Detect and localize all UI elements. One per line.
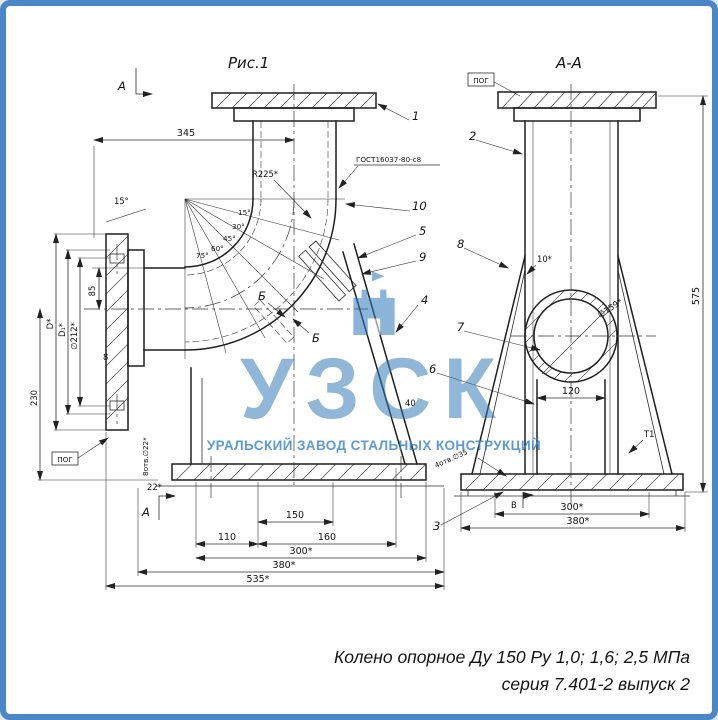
angle-label-45: 45° [223, 234, 236, 243]
section-top-flange [497, 91, 657, 122]
weld-mark-t1: Т1 [643, 429, 654, 439]
center-lines-main [84, 84, 368, 486]
base-mark-v: В [511, 500, 517, 510]
section-flange-hatch [501, 91, 657, 109]
dim-D1: D₁* [57, 323, 67, 337]
angle-label-75: 75° [196, 251, 209, 260]
dim-120: 120 [562, 386, 580, 397]
left-flange-hatch [105, 235, 129, 421]
view-b-letter-2: Б [312, 331, 320, 345]
radius-text: R225* [252, 169, 278, 179]
base-hatch [175, 463, 427, 481]
callout-7: 7 [457, 320, 465, 334]
callout-2: 2 [469, 129, 476, 143]
holes-note-main: 8отв.∅22* [141, 437, 150, 476]
dim-300-section: 300* [561, 502, 584, 513]
callout-8: 8 [457, 237, 464, 251]
dim-380-main: 380* [273, 560, 296, 571]
engineering-drawing: Рис.1 А А [29, 54, 708, 590]
center-lines-section [511, 84, 656, 506]
angle-fan: 15° 30° 45° 60° 75° [184, 198, 345, 359]
caption-line2: серия 7.401-2 выпуск 2 [501, 674, 690, 694]
dim-212: ∅212* [69, 322, 79, 349]
section-dimensions: 120 575 300* 380* [460, 95, 708, 532]
main-callouts: 1 10 5 9 4 [345, 103, 428, 333]
callout-4: 4 [421, 293, 428, 307]
caption-line1: Колено опорное Ду 150 Ру 1,0; 1,6; 2,5 М… [333, 647, 690, 667]
main-view-title: Рис.1 [228, 54, 269, 72]
dim-300-main: 300* [290, 546, 313, 557]
dim-380-section: 380* [567, 516, 590, 527]
dim-535: 535* [247, 574, 270, 585]
section-base [454, 473, 690, 497]
dim-110: 110 [218, 532, 236, 543]
dim-85: 85 [87, 286, 97, 297]
vertical-pipe [252, 120, 337, 202]
dim-160: 160 [318, 532, 336, 543]
dim-345: 345 [177, 128, 195, 139]
section-pipe [524, 120, 619, 475]
section-callouts: 2 8 7 6 3 [429, 129, 541, 533]
main-view: Рис.1 А А [29, 54, 445, 590]
dim-22: 22* [147, 482, 162, 492]
callout-6: 6 [429, 362, 436, 376]
horizontal-pipe [143, 267, 186, 351]
slanted-plates [253, 240, 357, 344]
radius-label: R225* [252, 169, 312, 219]
surface-mark-section: ПОГ [473, 76, 488, 85]
callout-5: 5 [419, 224, 426, 238]
callout-10: 10 [412, 199, 427, 213]
support-bracket [156, 243, 444, 498]
callout-9: 9 [419, 250, 426, 264]
section-base-hatch [464, 473, 680, 491]
surface-mark-main: ПОГ [57, 455, 72, 464]
section-letter-bottom: А [141, 505, 150, 519]
dim-150: 150 [286, 510, 304, 521]
angle-label-15: 15° [238, 208, 251, 217]
top-flange-hatch [215, 92, 376, 109]
left-flange [105, 233, 145, 431]
weld-note: ГОСТ16037-80-с8 [338, 155, 440, 189]
main-dimensions: 345 15° 85 D* D₁* ∅212* 230 ПОГ 8 [29, 128, 445, 590]
dim-10: 10* [537, 254, 552, 264]
callout-1: 1 [412, 109, 419, 123]
holes-note-section: 4отв.∅35 [433, 447, 469, 469]
section-view: А-А ПОГ [429, 54, 708, 533]
callout-3: 3 [433, 519, 440, 533]
angle-label-60: 60° [211, 244, 224, 253]
branch-circle [524, 289, 618, 383]
section-cut-a-bottom: А [141, 493, 176, 520]
view-b-marks: Б Б [258, 289, 320, 345]
dim-40: 40 [405, 398, 416, 408]
dim-15deg: 15° [114, 196, 129, 206]
section-annotations: ∅159* 10* Т1 В 4отв.∅35 [433, 254, 654, 510]
dim-D: D* [45, 319, 55, 330]
dim-230: 230 [29, 390, 39, 406]
section-cut-a-top: А [117, 68, 153, 97]
dim-575: 575 [691, 287, 702, 305]
view-b-letter-1: Б [258, 289, 266, 303]
angle-label-30: 30° [232, 222, 245, 231]
section-letter-top: А [117, 79, 126, 93]
section-view-title: А-А [555, 54, 582, 72]
dim-wall8: 8 [103, 352, 108, 362]
weld-note-text: ГОСТ16037-80-с8 [356, 155, 422, 164]
ring-hatch [525, 290, 617, 382]
drawing-caption: Колено опорное Ду 150 Ру 1,0; 1,6; 2,5 М… [334, 644, 690, 698]
